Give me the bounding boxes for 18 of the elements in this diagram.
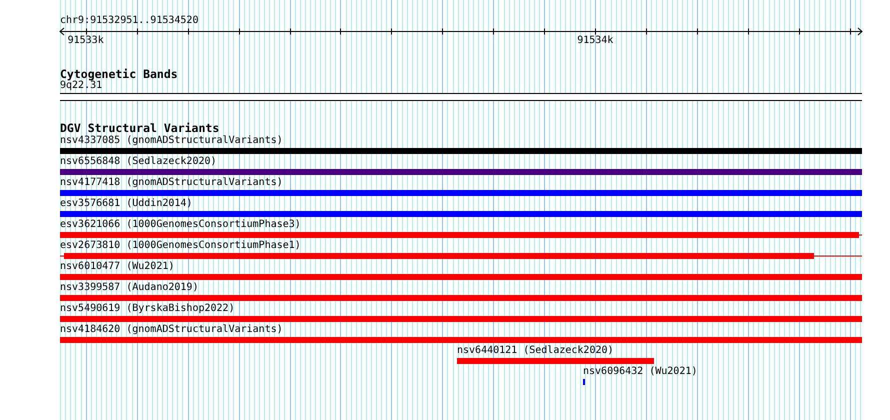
feature-label: esv3621066 (1000GenomesConsortiumPhase3) [60,219,301,230]
track-title: Cytogenetic Bands [60,68,178,80]
feature-label: esv3576681 (Uddin2014) [60,198,192,209]
scale-label: 91534k [577,35,614,46]
scale-label: 91533k [68,35,104,46]
feature-label: nsv3399587 (Audano2019) [60,282,198,293]
feature-label: nsv4337085 (gnomADStructuralVariants) [60,135,283,146]
feature-label: nsv4177418 (gnomADStructuralVariants) [60,177,283,188]
feature-label: esv2673810 (1000GenomesConsortiumPhase1) [60,240,301,251]
feature-label: nsv6440121 (Sedlazeck2020) [457,345,614,356]
feature-label: nsv6096432 (Wu2021) [583,366,698,377]
feature-label: nsv4184620 (gnomADStructuralVariants) [60,324,283,335]
feature-label: nsv5490619 (ByrskaBishop2022) [60,303,235,314]
location-text: chr9:91532951..91534520 [60,15,198,26]
feature-label: nsv6010477 (Wu2021) [60,261,174,272]
cytoband-label: 9q22.31 [60,80,102,91]
feature-label: nsv6556848 (Sedlazeck2020) [60,156,217,167]
track-title: DGV Structural Variants [60,122,220,134]
